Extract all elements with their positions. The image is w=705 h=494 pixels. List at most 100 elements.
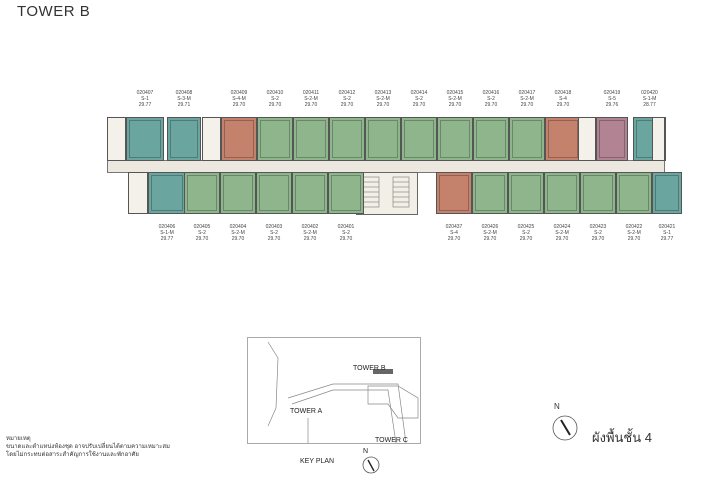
- key-plan-tower-a: TOWER A: [290, 408, 323, 415]
- bottom-unit[interactable]: [544, 172, 580, 214]
- unit-code: 020422: [625, 224, 643, 230]
- unit-code: 020426: [481, 224, 499, 230]
- compass-icon: [552, 415, 578, 441]
- unit-type: S-2-M: [483, 230, 497, 236]
- bottom-unit[interactable]: [580, 172, 616, 214]
- unit-code: 020420: [641, 90, 658, 96]
- unit-type: S-2: [342, 230, 350, 236]
- top-unit[interactable]: [126, 117, 164, 161]
- unit-interior: [260, 120, 290, 158]
- unit-area: 29.70: [483, 236, 497, 242]
- unit-interior: [368, 120, 398, 158]
- top-unit[interactable]: [473, 117, 509, 161]
- unit-type: S-2-M: [304, 96, 318, 102]
- bottom-unit[interactable]: [652, 172, 682, 214]
- bottom-unit[interactable]: [256, 172, 292, 214]
- top-unit[interactable]: [365, 117, 401, 161]
- unit-code: 020437: [445, 224, 463, 230]
- unit-interior: [583, 175, 613, 211]
- unit-type: S-1-M: [642, 96, 657, 102]
- bottom-unit[interactable]: [472, 172, 508, 214]
- unit-area: 29.70: [304, 102, 318, 108]
- north-label-large: N: [554, 402, 560, 411]
- unit-code: 020407: [136, 90, 154, 96]
- unit-interior: [151, 175, 183, 211]
- unit-area: 29.70: [267, 236, 281, 242]
- top-unit[interactable]: [329, 117, 365, 161]
- top-unit[interactable]: [509, 117, 545, 161]
- unit-type: S-1-M: [160, 230, 174, 236]
- unit-area: 29.70: [484, 102, 498, 108]
- unit-interior: [170, 120, 198, 158]
- north-arrow-large: N: [549, 402, 581, 442]
- floor-label: ผังพื้นชั้น 4: [592, 430, 652, 445]
- bottom-unit[interactable]: [148, 172, 186, 214]
- unit-type: S-2-M: [303, 230, 317, 236]
- unit-type: S-2: [270, 230, 278, 236]
- bottom-unit[interactable]: [292, 172, 328, 214]
- unit-type: S-2: [487, 96, 495, 102]
- unit-interior: [512, 120, 542, 158]
- unit-area: 29.70: [268, 102, 282, 108]
- unit-code: 020405: [193, 224, 211, 230]
- top-unit[interactable]: [293, 117, 329, 161]
- key-plan-label: KEY PLAN: [300, 458, 335, 465]
- unit-code: 020423: [589, 224, 607, 230]
- unit-code: 020410: [266, 90, 284, 96]
- key-plan-map: [267, 341, 419, 443]
- unit-area: 29.76: [605, 102, 619, 108]
- unit-area: 29.77: [160, 236, 174, 242]
- top-unit[interactable]: [596, 117, 628, 161]
- top-unit[interactable]: [257, 117, 293, 161]
- unit-type: S-2-M: [520, 96, 534, 102]
- unit-interior: [259, 175, 289, 211]
- unit-code: 020421: [658, 224, 676, 230]
- unit-area: 29.70: [519, 236, 533, 242]
- unit-interior: [548, 120, 578, 158]
- unit-interior: [332, 120, 362, 158]
- top-unit[interactable]: [401, 117, 437, 161]
- north-arrow-small: N: [360, 448, 382, 474]
- unit-interior: [331, 175, 361, 211]
- top-unit[interactable]: [167, 117, 201, 161]
- unit-code: 020425: [517, 224, 535, 230]
- bottom-unit[interactable]: [328, 172, 364, 214]
- unit-interior: [187, 175, 217, 211]
- bottom-unit[interactable]: [616, 172, 652, 214]
- bottom-unit[interactable]: [220, 172, 256, 214]
- unit-area: 29.70: [231, 236, 245, 242]
- unit-interior: [655, 175, 679, 211]
- unit-area: 29.70: [303, 236, 317, 242]
- core-stair-lift: [356, 172, 418, 215]
- page-title: TOWER B: [17, 3, 91, 20]
- unit-interior: [404, 120, 434, 158]
- unit-interior: [511, 175, 541, 211]
- bottom-unit[interactable]: [184, 172, 220, 214]
- unit-code: 020415: [446, 90, 464, 96]
- unit-type: S-5: [608, 96, 616, 102]
- bottom-unit[interactable]: [508, 172, 544, 214]
- unit-interior: [295, 175, 325, 211]
- compass-icon: [362, 456, 380, 474]
- top-unit[interactable]: [545, 117, 581, 161]
- bottom-unit[interactable]: [436, 172, 472, 214]
- unit-area: 29.70: [339, 236, 353, 242]
- unit-type: S-4: [450, 230, 458, 236]
- unit-interior: [547, 175, 577, 211]
- legend-note: หมายเหตุ ขนาดและตำแหน่งห้องชุด อาจปรับเป…: [6, 435, 170, 459]
- unit-type: S-2: [522, 230, 530, 236]
- top-unit[interactable]: [437, 117, 473, 161]
- top-unit[interactable]: [221, 117, 257, 161]
- unit-code: 020418: [554, 90, 572, 96]
- unit-area: 29.77: [138, 102, 152, 108]
- unit-type: S-1: [141, 96, 149, 102]
